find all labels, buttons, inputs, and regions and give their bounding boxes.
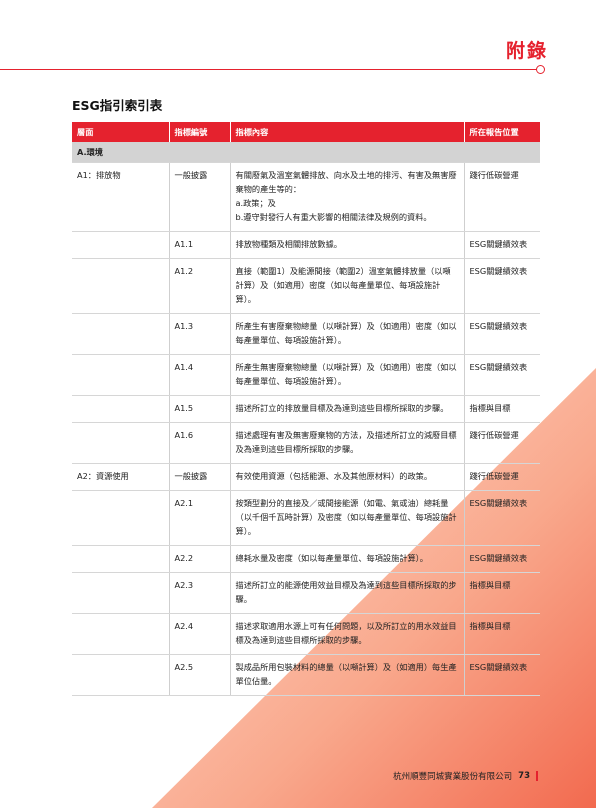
cell-location: 踐行低碳營運 <box>464 422 540 464</box>
header-code: 指標編號 <box>169 122 231 142</box>
env-section-label: A.環境 <box>72 142 540 163</box>
cell-area: A1：排放物 <box>72 162 170 232</box>
cell-content: 描述處理有害及無害廢棄物的方法，及描述所訂立的減廢目標及為達到這些目標所採取的步… <box>230 422 465 464</box>
header-content: 指標內容 <box>230 122 465 142</box>
cell-location: ESG關鍵績效表 <box>464 490 540 546</box>
cell-area: A2：資源使用 <box>72 463 170 491</box>
cell-content: 描述所訂立的排放量目標及為達到這些目標所採取的步驟。 <box>230 395 465 423</box>
cell-content: 直接（範圍1）及能源間接（範圍2）溫室氣體排放量（以噸計算）及（如適用）密度（如… <box>230 258 465 314</box>
section-title: ESG指引索引表 <box>72 98 163 113</box>
page-footer: 杭州順豐同城實業股份有限公司 73 <box>393 770 538 782</box>
heading-rule <box>0 69 538 70</box>
cell-content: 按類型劃分的直接及／或間接能源（如電、氣或油）總耗量（以千個千瓦時計算）及密度（… <box>230 490 465 546</box>
cell-location: ESG關鍵績效表 <box>464 545 540 573</box>
cell-content: 所產生有害廢棄物總量（以噸計算）及（如適用）密度（如以每產量單位、每項設施計算）… <box>230 313 465 355</box>
esg-index-table: 層面 指標編號 指標內容 所在報告位置 A.環境 A1：排放物一般披露有關廢氣及… <box>72 122 540 696</box>
cell-code: 一般披露 <box>169 463 231 491</box>
cell-location: ESG關鍵績效表 <box>464 258 540 314</box>
table-row: A2：資源使用一般披露有效使用資源（包括能源、水及其他原材料）的政策。踐行低碳營… <box>72 463 540 491</box>
footer-company: 杭州順豐同城實業股份有限公司 <box>393 772 513 782</box>
env-section-row: A.環境 <box>72 142 540 163</box>
cell-area <box>72 545 170 573</box>
page-number: 73 <box>518 771 530 781</box>
cell-content: 所產生無害廢棄物總量（以噸計算）及（如適用）密度（如以每產量單位、每項設施計算）… <box>230 354 465 396</box>
cell-location: 指標與目標 <box>464 613 540 655</box>
cell-code: A1.2 <box>169 258 231 314</box>
cell-location: ESG關鍵績效表 <box>464 354 540 396</box>
cell-area <box>72 395 170 423</box>
cell-area <box>72 354 170 396</box>
cell-area <box>72 231 170 259</box>
cell-area <box>72 572 170 614</box>
cell-location: ESG關鍵績效表 <box>464 313 540 355</box>
table-row: A1：排放物一般披露有關廢氣及溫室氣體排放、向水及土地的排污、有害及無害廢棄物的… <box>72 162 540 232</box>
cell-code: A2.1 <box>169 490 231 546</box>
cell-code: A1.3 <box>169 313 231 355</box>
cell-code: A2.4 <box>169 613 231 655</box>
cell-content: 描述所訂立的能源使用效益目標及為達到這些目標所採取的步驟。 <box>230 572 465 614</box>
cell-area <box>72 613 170 655</box>
cell-area <box>72 422 170 464</box>
cell-location: 指標與目標 <box>464 572 540 614</box>
cell-content: 有效使用資源（包括能源、水及其他原材料）的政策。 <box>230 463 465 491</box>
cell-code: A1.6 <box>169 422 231 464</box>
cell-area <box>72 313 170 355</box>
table-header-row: 層面 指標編號 指標內容 所在報告位置 <box>72 122 540 142</box>
heading-dot <box>536 65 545 74</box>
cell-content: 描述求取適用水源上可有任何問題，以及所訂立的用水效益目標及為達到這些目標所採取的… <box>230 613 465 655</box>
cell-area <box>72 654 170 696</box>
cell-code: A2.5 <box>169 654 231 696</box>
cell-content: 總耗水量及密度（如以每產量單位、每項設施計算）。 <box>230 545 465 573</box>
footer-accent-bar <box>536 771 538 781</box>
cell-area <box>72 490 170 546</box>
cell-location: 踐行低碳營運 <box>464 162 540 232</box>
cell-area <box>72 258 170 314</box>
cell-location: ESG關鍵績效表 <box>464 231 540 259</box>
cell-content: 有關廢氣及溫室氣體排放、向水及土地的排污、有害及無害廢棄物的產生等的： a.政策… <box>230 162 465 232</box>
cell-code: A1.1 <box>169 231 231 259</box>
cell-content: 製成品所用包裝材料的總量（以噸計算）及（如適用）每生產單位佔量。 <box>230 654 465 696</box>
cell-code: A2.2 <box>169 545 231 573</box>
cell-location: 指標與目標 <box>464 395 540 423</box>
header-area: 層面 <box>72 122 170 142</box>
cell-location: ESG關鍵績效表 <box>464 654 540 696</box>
header-location: 所在報告位置 <box>464 122 540 142</box>
cell-location: 踐行低碳營運 <box>464 463 540 491</box>
cell-code: A1.4 <box>169 354 231 396</box>
cell-code: A1.5 <box>169 395 231 423</box>
cell-content: 排放物種類及相關排放數據。 <box>230 231 465 259</box>
cell-code: A2.3 <box>169 572 231 614</box>
cell-code: 一般披露 <box>169 162 231 232</box>
page-heading: 附錄 <box>505 40 548 62</box>
